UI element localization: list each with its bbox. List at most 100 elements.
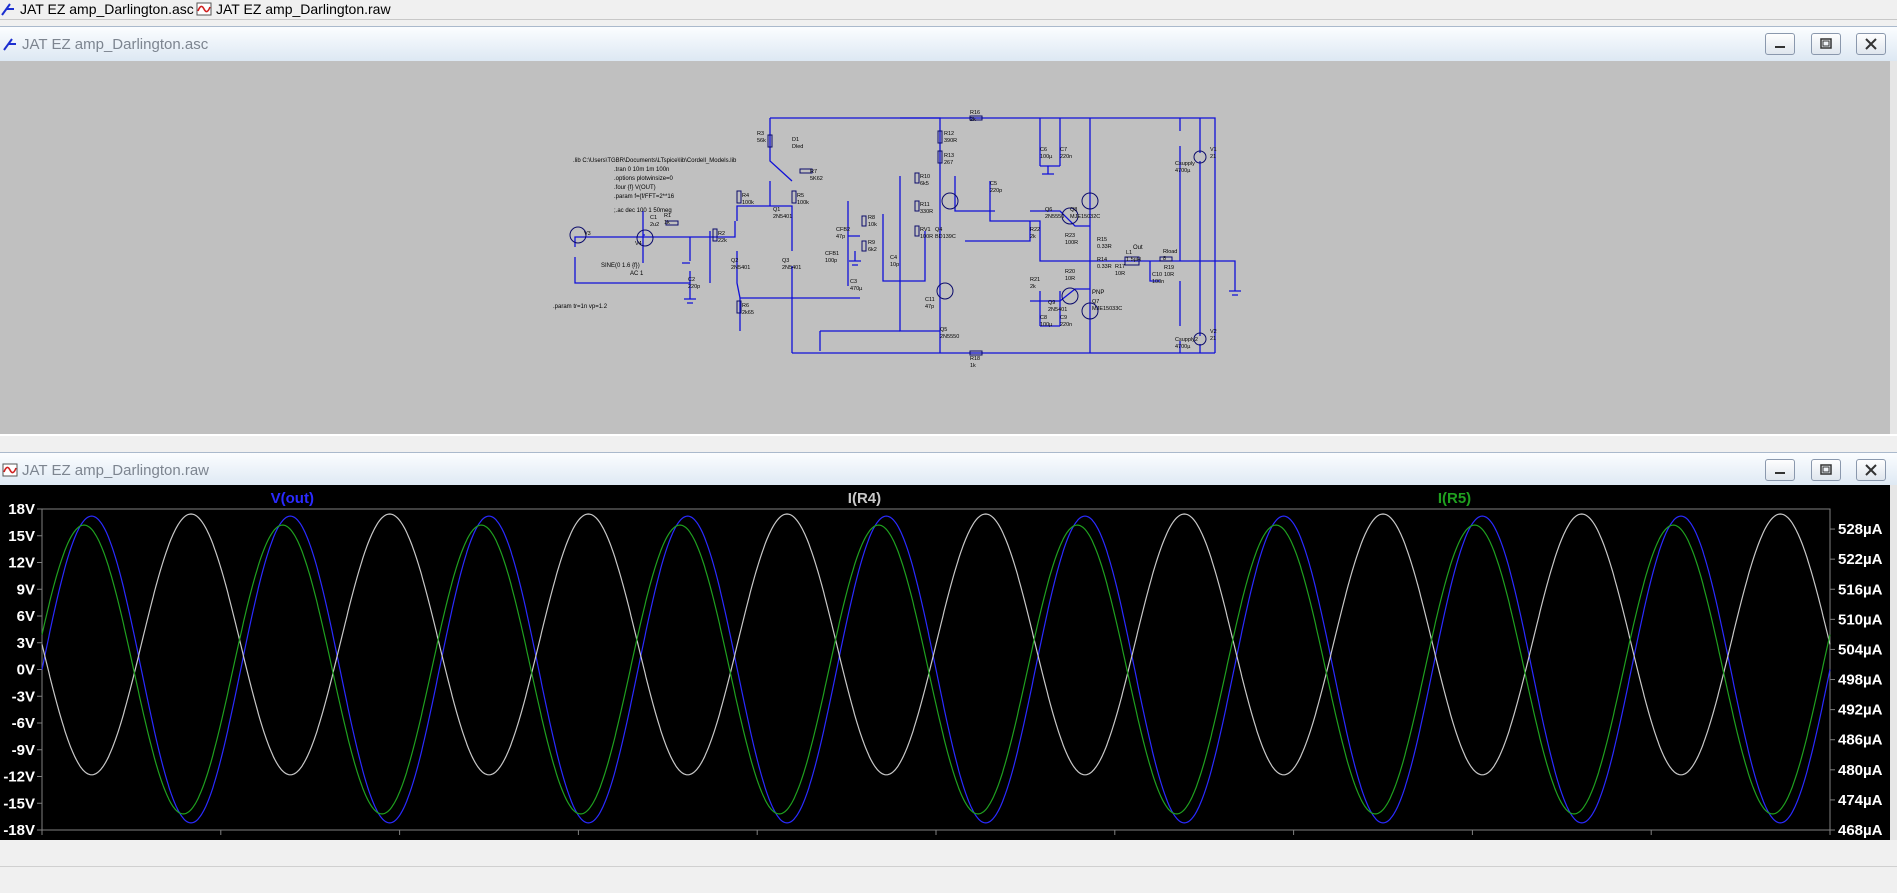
component-ref-q3: Q3 [782,258,789,264]
maximize-icon [1820,38,1832,49]
y-right-tick-label: 510µA [1838,611,1883,628]
close-button[interactable] [1856,33,1886,55]
schematic-icon [1,3,14,16]
waveform-titlebar: JAT EZ amp_Darlington.raw [0,452,1897,487]
tab-schematic[interactable]: JAT EZ amp_Darlington.asc [0,0,194,18]
component-value-q1: 2N5401 [773,214,792,220]
component-ref-r20: R20 [1065,269,1075,275]
waveform-scrollbar[interactable] [1890,485,1897,840]
y-right-tick-label: 528µA [1838,521,1883,538]
component-value-c7: 220n [1060,154,1072,160]
component-value-r8: 10k [868,222,877,228]
resistor-r8 [861,215,867,227]
y-right-tick-label: 474µA [1838,792,1883,809]
waveform-plot-pane[interactable]: 0.0ms0.9ms1.8ms2.7ms3.6ms4.5ms5.4ms6.3ms… [0,485,1890,860]
component-ref-r7: R7 [810,169,817,175]
transistor-q9 [1061,287,1079,305]
waveform-window: JAT EZ amp_Darlington.raw [0,452,1897,488]
waveform-chart[interactable]: 0.0ms0.9ms1.8ms2.7ms3.6ms4.5ms5.4ms6.3ms… [0,485,1890,860]
resistor-r18 [969,350,983,356]
component-ref-r21: R21 [1030,277,1040,283]
close-icon [1865,464,1877,476]
component-ref-v4: V4 [635,241,642,247]
component-value-r23: 100R [1065,240,1078,246]
resistor-rv1 [914,225,920,237]
component-ref-c10: C10 [1152,272,1162,278]
component-value-r9: 6k2 [868,247,877,253]
source-ac-label: AC 1 [630,271,644,277]
component-ref-r5: R5 [797,193,804,199]
component-ref-c5: C5 [990,181,997,187]
directive-options: .options plotwinsize=0 [614,176,674,182]
waveform-window-title: JAT EZ amp_Darlington.raw [22,462,210,479]
trace-label-i-r4-: I(R4) [848,490,881,507]
y-right-tick-label: 516µA [1838,581,1883,598]
component-value-c5: 220p [990,188,1002,194]
component-ref-cfb1: CFB1 [825,251,839,257]
component-value-c2: 220p [688,284,700,290]
source-sine-label: SINE(0 1.6 {f}) [601,263,640,269]
component-ref-c4: C4 [890,255,897,261]
component-value-l1: 1.5µH [1126,257,1141,263]
component-ref-r15: R15 [1097,237,1107,243]
minimize-button[interactable] [1765,459,1795,481]
y-left-tick-label: -6V [12,715,35,732]
component-ref-q7: Q7 [1092,299,1099,305]
y-left-tick-label: -3V [12,688,35,705]
component-ref-c7: C7 [1060,147,1067,153]
y-right-tick-label: 492µA [1838,702,1883,719]
status-bar [0,866,1897,893]
component-value-csupply2: 4700µ [1175,344,1191,350]
component-value-r1: 1k [664,220,670,226]
component-value-r17: 10R [1115,271,1125,277]
transistor-q5 [936,282,954,300]
transistor-q4 [941,192,959,210]
minimize-button[interactable] [1765,33,1795,55]
maximize-button[interactable] [1811,459,1841,481]
tab-schematic-label: JAT EZ amp_Darlington.asc [20,1,194,17]
component-value-r22: 2k [1030,234,1036,240]
maximize-icon [1820,464,1832,475]
schematic-scrollbar[interactable] [1890,61,1897,434]
y-left-tick-label: 15V [8,528,35,545]
schematic-canvas[interactable]: .lib C:\Users\TGBR\Documents\LTspice\lib… [0,61,1890,434]
resistor-r6 [736,300,742,314]
component-value-csupply: 4700µ [1175,168,1191,174]
y-left-tick-label: 18V [8,501,35,518]
close-button[interactable] [1856,459,1886,481]
y-left-tick-label: 0V [17,662,35,679]
transistor-q7 [1081,302,1099,320]
component-value-c8: 100µ [1040,322,1053,328]
y-left-tick-label: -18V [3,822,35,839]
document-tab-bar: JAT EZ amp_Darlington.asc JAT EZ amp_Dar… [0,0,1897,20]
resistor-r16 [969,115,983,121]
tab-waveform[interactable]: JAT EZ amp_Darlington.raw [196,0,391,18]
component-value-cfb1: 100p [825,258,837,264]
y-left-tick-label: -12V [3,769,35,786]
component-ref-csupply2: Csupply2 [1175,337,1198,343]
y-left-tick-label: -15V [3,795,35,812]
component-value-q4: BD139C [935,234,956,240]
transistor-q8 [1081,192,1099,210]
component-ref-r13: R13 [944,153,954,159]
y-left-tick-label: 3V [17,635,35,652]
component-value-q8: MJE15032C [1070,214,1100,220]
component-value-rv1: 100R [920,234,933,240]
component-ref-q8: Q8 [1070,207,1077,213]
component-ref-r2: R2 [718,231,725,237]
amplifier-schematic[interactable]: .lib C:\Users\TGBR\Documents\LTspice\lib… [0,61,1890,434]
component-ref-q1: Q1 [773,207,780,213]
component-ref-q9: Q9 [1048,300,1055,306]
component-ref-r22: R22 [1030,227,1040,233]
directive-param: .param f={f/FFT=2**16 [614,194,675,200]
maximize-button[interactable] [1811,33,1841,55]
component-value-r2: 22k [718,238,727,244]
component-value-cfb2: 47p [836,234,845,240]
component-ref-r11: R11 [920,202,930,208]
component-ref-r8: R8 [868,215,875,221]
component-value-r19: 10R [1164,272,1174,278]
component-value-r6: 2k65 [742,310,754,316]
component-value-c9: 220n [1060,322,1072,328]
resistor-r4 [736,190,742,204]
component-value-r16: 2k [970,117,976,123]
